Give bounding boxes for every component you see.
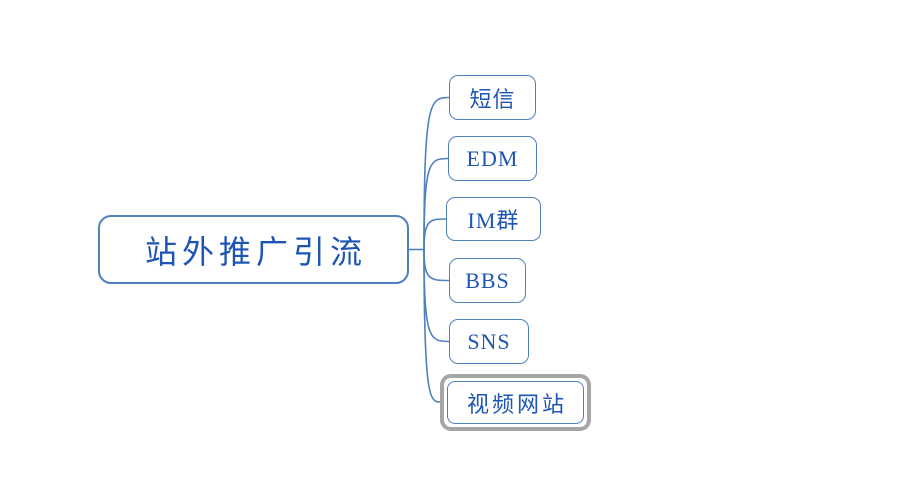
subtopic-im-group[interactable]: IM群: [446, 197, 541, 241]
subtopic-im-group-label: IM群: [467, 208, 520, 233]
root-topic-label: 站外推广引流: [144, 233, 367, 270]
subtopic-bbs-label: BBS: [465, 267, 510, 293]
subtopic-sns-label: SNS: [467, 328, 511, 354]
subtopic-sms[interactable]: 短信: [449, 75, 536, 120]
subtopic-edm-label: EDM: [466, 145, 519, 171]
subtopic-sns[interactable]: SNS: [449, 319, 529, 364]
connector-video: [423, 249, 442, 403]
subtopic-video-site-label: 视频网站: [466, 391, 567, 417]
connector-im: [423, 218, 448, 250]
subtopic-bbs[interactable]: BBS: [449, 258, 526, 303]
root-topic[interactable]: 站外推广引流: [98, 215, 409, 284]
subtopic-sms-label: 短信: [469, 86, 516, 112]
subtopic-edm[interactable]: EDM: [448, 136, 537, 181]
connector-bbs: [423, 249, 451, 282]
connector-sns: [423, 249, 451, 343]
subtopic-video-site[interactable]: 视频网站: [447, 381, 584, 424]
selection-outline: 视频网站: [440, 374, 591, 431]
